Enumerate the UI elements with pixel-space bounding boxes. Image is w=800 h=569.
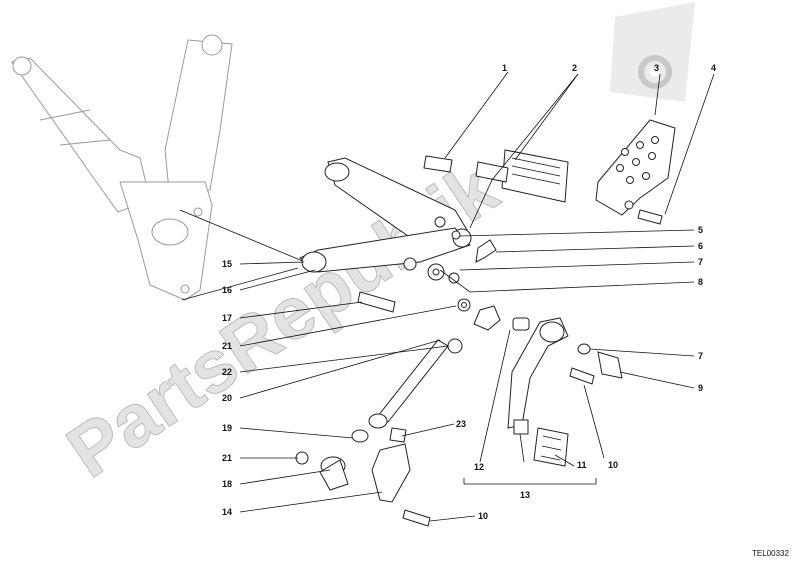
callout-10-lower: 10 [478,511,488,521]
callout-20: 20 [222,393,232,403]
lever-assembly [507,317,623,467]
heel-guard-plate [595,119,676,216]
callout-1: 1 [502,63,507,73]
callout-21-upper: 21 [222,341,232,351]
frame-outline [11,34,306,301]
callout-21-lower: 21 [222,453,232,463]
callout-2: 2 [572,63,577,73]
callout-12: 12 [474,462,484,472]
callout-18: 18 [222,479,232,489]
callout-17: 17 [222,313,232,323]
callout-7-upper: 7 [698,257,703,267]
callout-15: 15 [222,259,232,269]
callout-7-lower: 7 [698,351,703,361]
callout-22: 22 [222,367,232,377]
callout-6: 6 [698,241,703,251]
lower-pedal-arm [295,427,431,527]
callout-23: 23 [456,419,466,429]
linkage-rod [351,305,501,443]
callout-9: 9 [698,383,703,393]
callout-13: 13 [520,490,530,500]
callout-19: 19 [222,423,232,433]
gear-icon [610,2,695,102]
callout-3: 3 [654,63,659,73]
callout-4: 4 [711,63,716,73]
drawing-code: TEL00332 [752,549,789,558]
callout-labels: 1 2 3 4 5 6 7 8 7 9 10 11 12 13 15 16 17… [222,63,716,521]
callout-10-right: 10 [608,460,618,470]
callout-8: 8 [698,277,703,287]
callout-14: 14 [222,507,232,517]
callout-5: 5 [698,225,703,235]
footrest-bracket [299,157,472,273]
callout-11: 11 [577,460,587,470]
foot-peg-rubber [475,149,569,203]
leader-lines [239,71,715,522]
callout-16: 16 [222,285,232,295]
small-hardware [357,155,663,313]
